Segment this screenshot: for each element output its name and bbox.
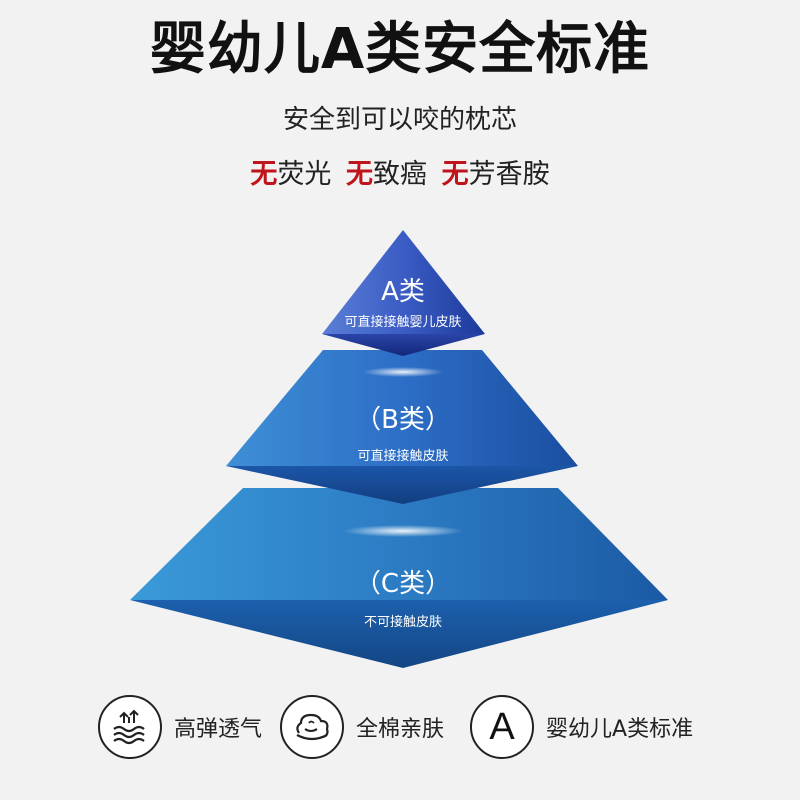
page-title: 婴幼儿A类安全标准 (149, 17, 651, 82)
tier-b-front (226, 350, 578, 466)
tier-c-base (130, 600, 668, 668)
feature-a-standard: A 婴幼儿A类标准 (470, 695, 693, 759)
pyramid-diagram (130, 230, 668, 668)
elastic-breathable-icon (98, 695, 162, 759)
tier-c-name: （C类） (354, 569, 452, 599)
claim-no-carcinogen: 无致癌 (346, 159, 427, 190)
tier-b-text: （B类） 可直接接触皮肤 (253, 404, 553, 466)
tier-b-desc: 可直接接触皮肤 (357, 449, 449, 464)
claim-no-aromatic-amine: 无芳香胺 (441, 159, 550, 190)
tier-b-name: （B类） (355, 405, 451, 435)
safety-claims: 无荧光 无致癌 无芳香胺 (0, 156, 800, 194)
tier-c-glow (343, 525, 463, 537)
feature-label: 高弹透气 (174, 717, 263, 742)
tier-c-text: （C类） 不可接触皮肤 (253, 568, 553, 632)
tier-b-base (226, 466, 578, 504)
tier-a-base (322, 334, 485, 356)
cotton-cloud-icon (280, 695, 345, 759)
tier-a-front (322, 230, 485, 334)
claim-no-fluorescent: 无荧光 (250, 159, 332, 190)
feature-label: 婴幼儿A类标准 (546, 717, 694, 742)
feature-row: 高弹透气 全棉亲肤 A 婴幼儿A类标准 (98, 684, 693, 770)
feature-elastic-breathable: 高弹透气 (98, 695, 262, 759)
letter-a-icon: A (470, 695, 535, 759)
tier-c-front (130, 488, 668, 600)
tier-c-desc: 不可接触皮肤 (363, 615, 442, 630)
tier-a-desc: 可直接接触婴儿皮肤 (344, 315, 462, 330)
feature-label: 全棉亲肤 (356, 717, 445, 742)
page-subtitle: 安全到可以咬的枕芯 (282, 105, 517, 135)
feature-cotton: 全棉亲肤 (280, 695, 444, 759)
tier-a-name: A类 (381, 277, 425, 307)
tier-b-glow (363, 367, 443, 377)
tier-a-text: A类 可直接接触婴儿皮肤 (253, 276, 553, 332)
